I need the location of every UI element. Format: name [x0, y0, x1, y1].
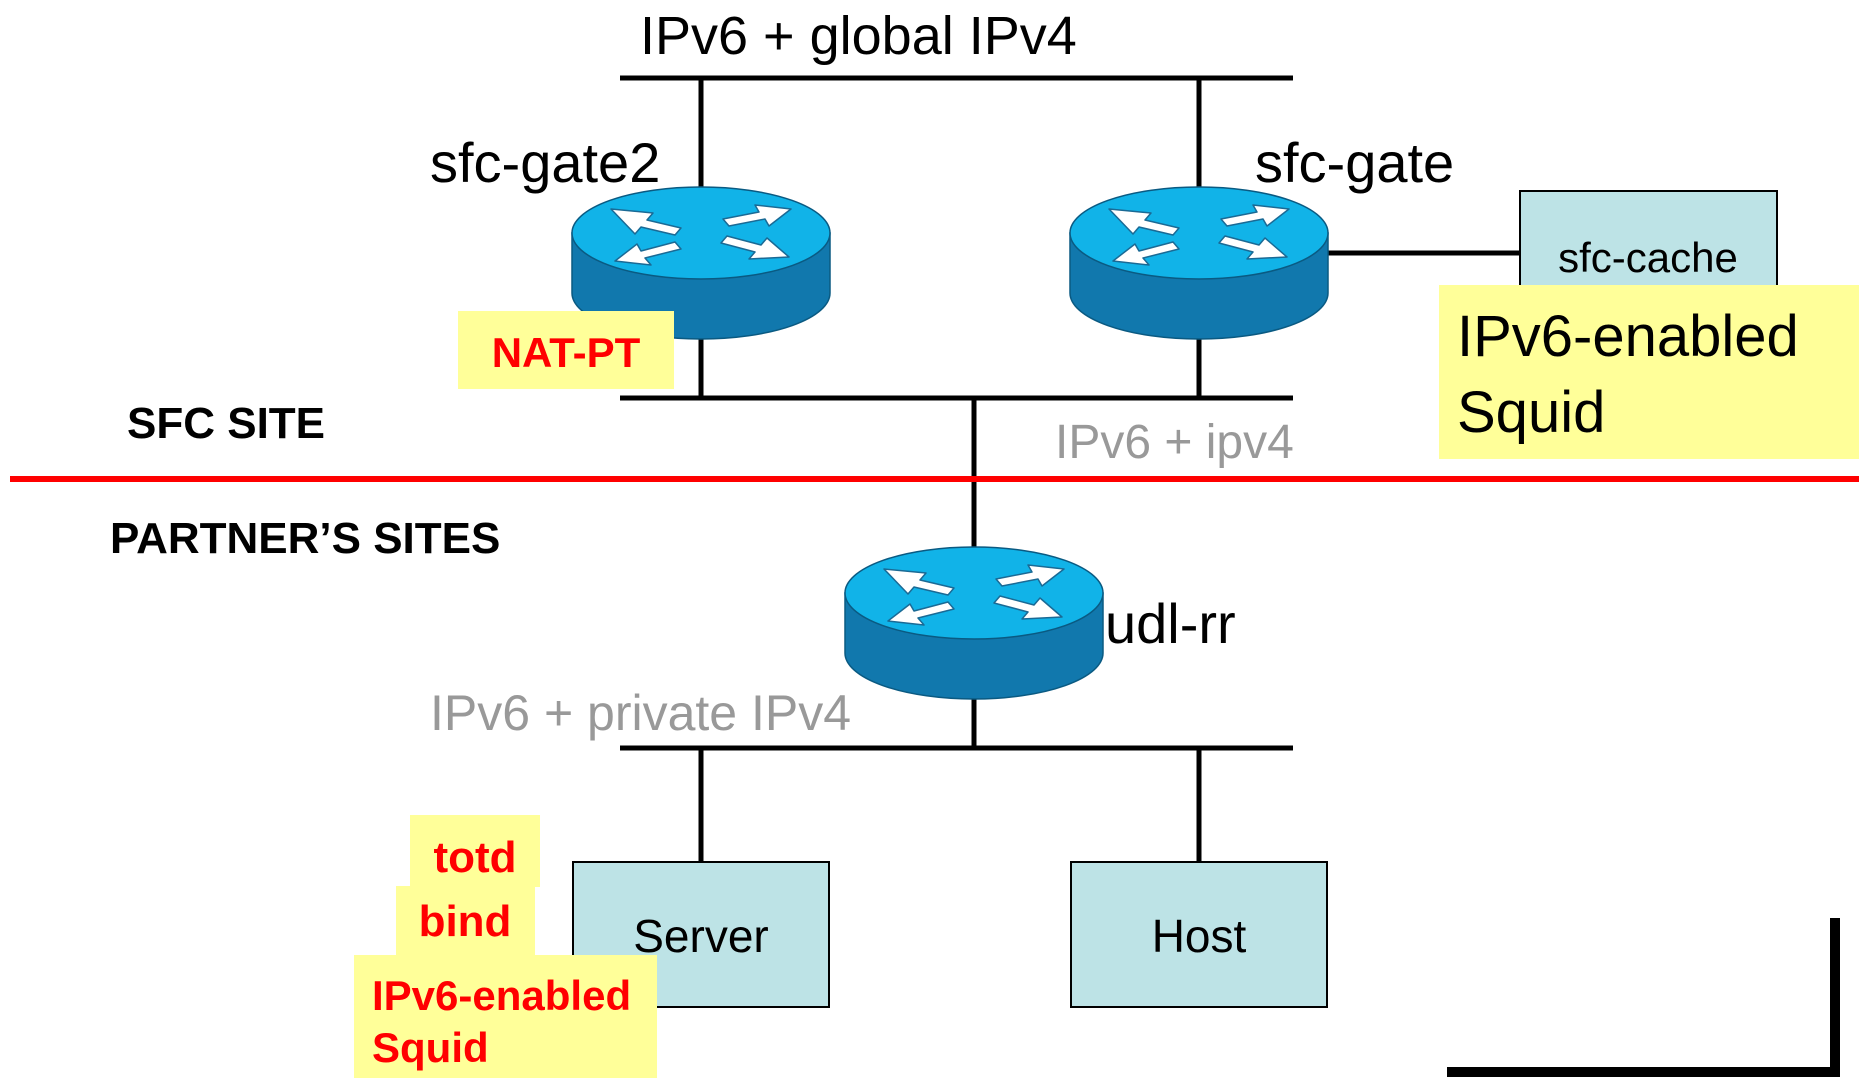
host-label: Host: [1152, 910, 1247, 962]
router-udl-icon: [844, 546, 1104, 700]
squid-top-note-line2: Squid: [1457, 380, 1605, 445]
corner-mark: [1447, 918, 1840, 1077]
bottom-network-label: IPv6 + private IPv4: [430, 685, 851, 741]
top-network-label: IPv6 + global IPv4: [640, 6, 1077, 66]
router-udl-label: udl-rr: [1105, 592, 1236, 655]
squid-bottom-note-line2: Squid: [372, 1024, 489, 1071]
bind-note-box: [396, 886, 535, 956]
natpt-note-box: [458, 311, 674, 389]
router-gate2-label: sfc-gate2: [430, 131, 660, 194]
partners-site-label: PARTNER’S SITES: [110, 514, 500, 563]
natpt-note-text: NAT-PT: [492, 329, 641, 376]
host-box: [1070, 861, 1328, 1008]
middle-network-label: IPv6 + ipv4: [1055, 416, 1294, 469]
squid-top-note-line1: IPv6-enabled: [1457, 304, 1799, 369]
sfc-site-label: SFC SITE: [127, 399, 325, 448]
totd-note-text: totd: [433, 833, 516, 882]
squid-bottom-note-box: [354, 955, 657, 1078]
network-links: [620, 75, 1520, 862]
server-host-label: Server: [633, 910, 768, 962]
totd-note-box: [410, 815, 540, 887]
cache-host-label: sfc-cache: [1558, 234, 1738, 281]
squid-top-note-box: [1439, 285, 1859, 459]
router-gate-label: sfc-gate: [1255, 131, 1454, 194]
router-gate-icon: [1069, 186, 1329, 340]
squid-bottom-note-line1: IPv6-enabled: [372, 972, 631, 1019]
bind-note-text: bind: [419, 897, 512, 946]
